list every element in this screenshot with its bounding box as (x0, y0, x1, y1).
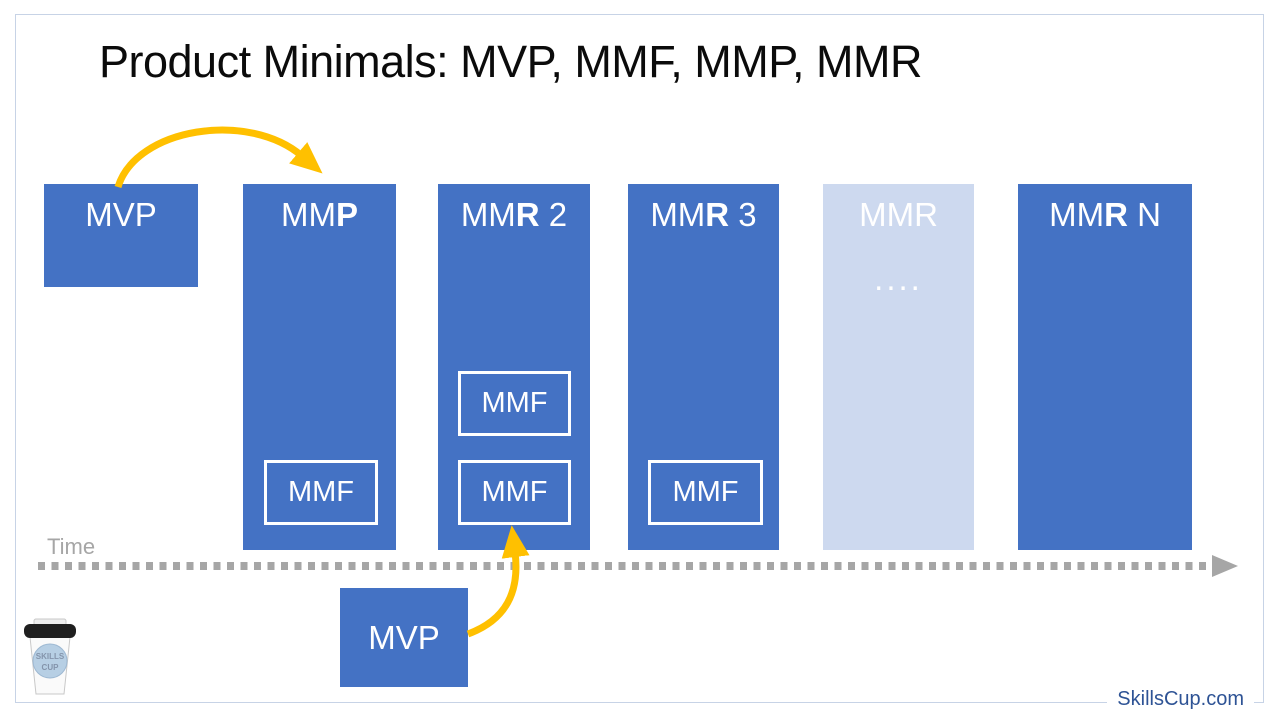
mmr2-label-suffix: 2 (539, 196, 568, 233)
mmf-box-mmr2-lower: MMF (458, 460, 571, 525)
timeline-arrowhead-icon (1212, 555, 1238, 577)
timeline-dotted-line (38, 562, 1214, 570)
mmr3-label-suffix: 3 (729, 196, 757, 233)
mmp-label: MMP (243, 184, 396, 234)
mmr2-label: MMR 2 (438, 184, 590, 234)
mmr2-label-prefix: MM (460, 196, 516, 233)
mmp-label-prefix: MM (281, 196, 336, 233)
mmf-box-mmp-label: MMF (287, 476, 355, 508)
mmf-box-mmr2-upper-label: MMF (481, 387, 548, 419)
mmrn-label: MMR N (1018, 184, 1192, 234)
slide-border-frame (15, 14, 1264, 703)
mmr-future-label: MMR (859, 196, 938, 233)
mmr3-label: MMR 3 (628, 184, 779, 234)
mmr3-label-prefix: MM (650, 196, 706, 233)
mmf-box-mmr2-upper: MMF (458, 371, 571, 436)
mmp-label-bold: P (335, 196, 358, 233)
logo-text-skills: SKILLS (36, 652, 65, 661)
mvp-bottom-label: MVP (368, 618, 440, 656)
mmr3-bar: MMR 3 (628, 184, 779, 550)
mmf-box-mmr3-label: MMF (672, 476, 739, 508)
mmr2-bar: MMR 2 (438, 184, 590, 550)
mmrn-label-prefix: MM (1049, 196, 1105, 233)
footer-site-link: SkillsCup.com (1107, 688, 1254, 711)
mmr2-label-bold: R (515, 196, 540, 233)
slide-title: Product Minimals: MVP, MMF, MMP, MMR (99, 36, 922, 87)
mmf-box-mmr2-lower-label: MMF (481, 476, 548, 508)
mmf-box-mmr3: MMF (648, 460, 763, 525)
mmrn-label-suffix: N (1127, 196, 1161, 233)
mmr-future-bar: MMR .... (823, 184, 974, 550)
mmr3-label-bold: R (705, 196, 730, 233)
mvp-label: MVP (85, 196, 157, 233)
mmrn-bar: MMR N (1018, 184, 1192, 550)
mmrn-label-bold: R (1104, 196, 1128, 233)
skillscup-logo-icon: SKILLS CUP (24, 618, 76, 695)
logo-text-cup: CUP (42, 663, 60, 672)
mvp-box: MVP (44, 184, 198, 287)
timeline-label: Time (47, 534, 96, 559)
mmr-future-dots: .... (874, 260, 923, 297)
mmf-box-mmp: MMF (264, 460, 378, 525)
mmp-bar: MMP (243, 184, 396, 550)
mvp-bottom-box: MVP (340, 588, 468, 687)
